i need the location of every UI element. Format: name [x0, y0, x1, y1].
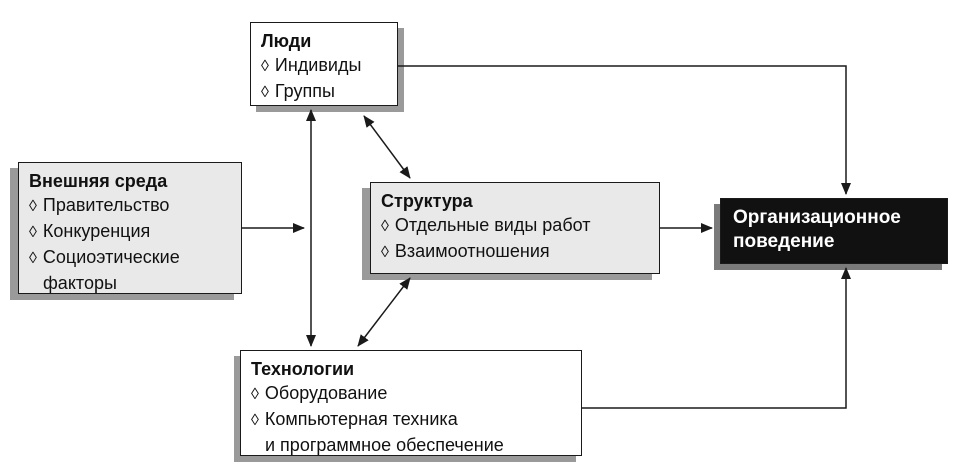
people-item-label: Индивиды [274, 55, 362, 75]
environment-item: ◊ Социоэтические [29, 245, 231, 271]
technology-box: Технологии ◊ Оборудование ◊ Компьютерная т… [240, 350, 582, 456]
arrow-technology-to-outcome [582, 267, 851, 409]
environment-item-label: Социоэтические [42, 247, 180, 267]
technology-item: ◊ Компьютерная техника [251, 407, 571, 433]
bullet-icon: ◊ [381, 218, 389, 235]
outcome-line-1: Организационное [733, 207, 901, 228]
environment-title: Внешняя среда [29, 171, 168, 191]
people-item: ◊ Группы [261, 79, 387, 105]
outcome-line-2: поведение [733, 231, 835, 252]
bullet-icon: ◊ [29, 224, 37, 241]
arrow-people-structure [363, 115, 411, 179]
environment-box: Внешняя среда ◊ Правительство ◊ Конкуренци… [18, 162, 242, 294]
organizational-behavior-box: Организационное поведение [720, 198, 948, 264]
structure-box: Структура ◊ Отдельные виды работ ◊ Взаимоо… [370, 182, 660, 274]
structure-item-label: Взаимоотношения [394, 241, 550, 261]
technology-item-label: Компьютерная техника [264, 409, 458, 429]
people-title: Люди [261, 31, 312, 51]
structure-item: ◊ Отдельные виды работ [381, 213, 649, 239]
technology-item-label: Оборудование [264, 383, 388, 403]
structure-title: Структура [381, 191, 473, 211]
people-box: Люди ◊ Индивиды ◊ Группы [250, 22, 398, 106]
bullet-icon: ◊ [251, 386, 259, 403]
people-item-label: Группы [274, 81, 335, 101]
arrow-people-to-outcome [398, 65, 851, 195]
people-item: ◊ Индивиды [261, 53, 387, 79]
structure-item: ◊ Взаимоотношения [381, 239, 649, 265]
environment-item: ◊ Конкуренция [29, 219, 231, 245]
environment-item-label: Конкуренция [42, 221, 151, 241]
environment-item-label: Правительство [42, 195, 170, 215]
environment-item-continuation: факторы [43, 273, 117, 293]
technology-title: Технологии [251, 359, 355, 379]
bullet-icon: ◊ [251, 412, 259, 429]
bullet-icon: ◊ [261, 84, 269, 101]
technology-item-continuation: и программное обеспечение [265, 435, 504, 455]
environment-item: ◊ Правительство [29, 193, 231, 219]
bullet-icon: ◊ [261, 58, 269, 75]
arrow-technology-structure [357, 277, 411, 347]
bullet-icon: ◊ [29, 250, 37, 267]
bullet-icon: ◊ [29, 198, 37, 215]
technology-item: ◊ Оборудование [251, 381, 571, 407]
structure-item-label: Отдельные виды работ [394, 215, 591, 235]
bullet-icon: ◊ [381, 244, 389, 261]
